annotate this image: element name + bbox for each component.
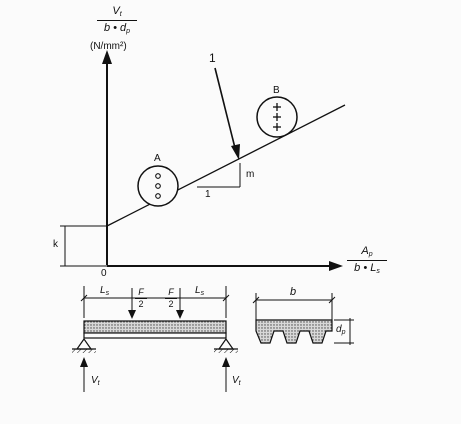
load-arrow-right — [176, 310, 184, 319]
section-depth-label: dp — [336, 324, 346, 337]
section-width-label: b — [290, 286, 297, 298]
reaction-arrow-left-head — [80, 357, 88, 367]
y-axis-denominator-sub: p — [126, 28, 131, 35]
circle-a — [137, 165, 179, 207]
x-axis-denominator: b • L — [354, 262, 377, 274]
span-left-label: Ls — [100, 285, 110, 298]
y-axis-numerator-sub: t — [119, 11, 122, 18]
callout-label: 1 — [209, 51, 216, 65]
y-axis-arrowhead — [102, 50, 112, 64]
reaction-arrow-right-head — [222, 357, 230, 367]
beam-diagram — [72, 286, 238, 392]
support-left — [72, 337, 96, 353]
span-right-sub: s — [200, 290, 205, 297]
reaction-right-label: Vt — [232, 375, 241, 388]
support-right — [214, 337, 238, 353]
span-right-main: L — [195, 285, 201, 296]
circle-a-dot-3 — [155, 193, 161, 199]
x-axis-arrowhead — [329, 261, 343, 271]
span-left-main: L — [100, 285, 106, 296]
trend-line — [106, 104, 346, 227]
reaction-right-main: V — [232, 375, 239, 386]
origin-label: 0 — [101, 268, 107, 279]
slab-deck — [83, 332, 227, 339]
span-right-label: Ls — [195, 285, 205, 298]
intercept-label: k — [53, 239, 58, 250]
load-right-num: F — [168, 287, 174, 297]
load-left-num: F — [138, 287, 144, 297]
circle-b-group — [256, 96, 298, 138]
y-axis-unit: (N/mm²) — [90, 41, 127, 52]
load-left-den: 2 — [138, 299, 144, 309]
load-right-den: 2 — [168, 299, 174, 309]
circle-b-crosses — [273, 103, 281, 131]
section-depth-main: d — [336, 324, 342, 335]
x-axis-numerator: A — [361, 245, 369, 257]
y-axis-denominator: b • d — [103, 22, 127, 34]
circle-a-group — [137, 165, 179, 207]
y-axis-label: Vt b • dp — [97, 6, 137, 35]
circle-b-label: B — [273, 85, 280, 96]
slope-run-label: 1 — [205, 189, 211, 200]
x-axis-label: Ap b • Ls — [347, 246, 387, 275]
circle-a-label: A — [154, 153, 161, 164]
y-axis-numerator: V — [112, 5, 120, 17]
x-axis-numerator-sub: p — [368, 251, 373, 258]
section-depth-sub: p — [341, 329, 346, 336]
x-axis-denominator-sub: s — [376, 268, 380, 275]
callout-arrow-shaft — [214, 67, 236, 149]
slope-rise-label: m — [246, 169, 255, 180]
reaction-left-sub: t — [97, 380, 100, 387]
load-left-label: F 2 — [135, 288, 147, 309]
span-left-sub: s — [105, 290, 110, 297]
section-profile — [255, 319, 333, 344]
reaction-left-main: V — [91, 375, 98, 386]
callout-arrowhead — [231, 144, 240, 160]
slab-concrete — [83, 320, 227, 334]
circle-a-dot-2 — [155, 183, 161, 189]
reaction-left-label: Vt — [91, 375, 100, 388]
circle-a-dot-1 — [155, 173, 161, 179]
reaction-right-sub: t — [238, 380, 241, 387]
load-arrow-left — [128, 310, 136, 319]
load-right-label: F 2 — [165, 288, 177, 309]
graph — [60, 50, 346, 271]
cross-section — [252, 293, 354, 345]
